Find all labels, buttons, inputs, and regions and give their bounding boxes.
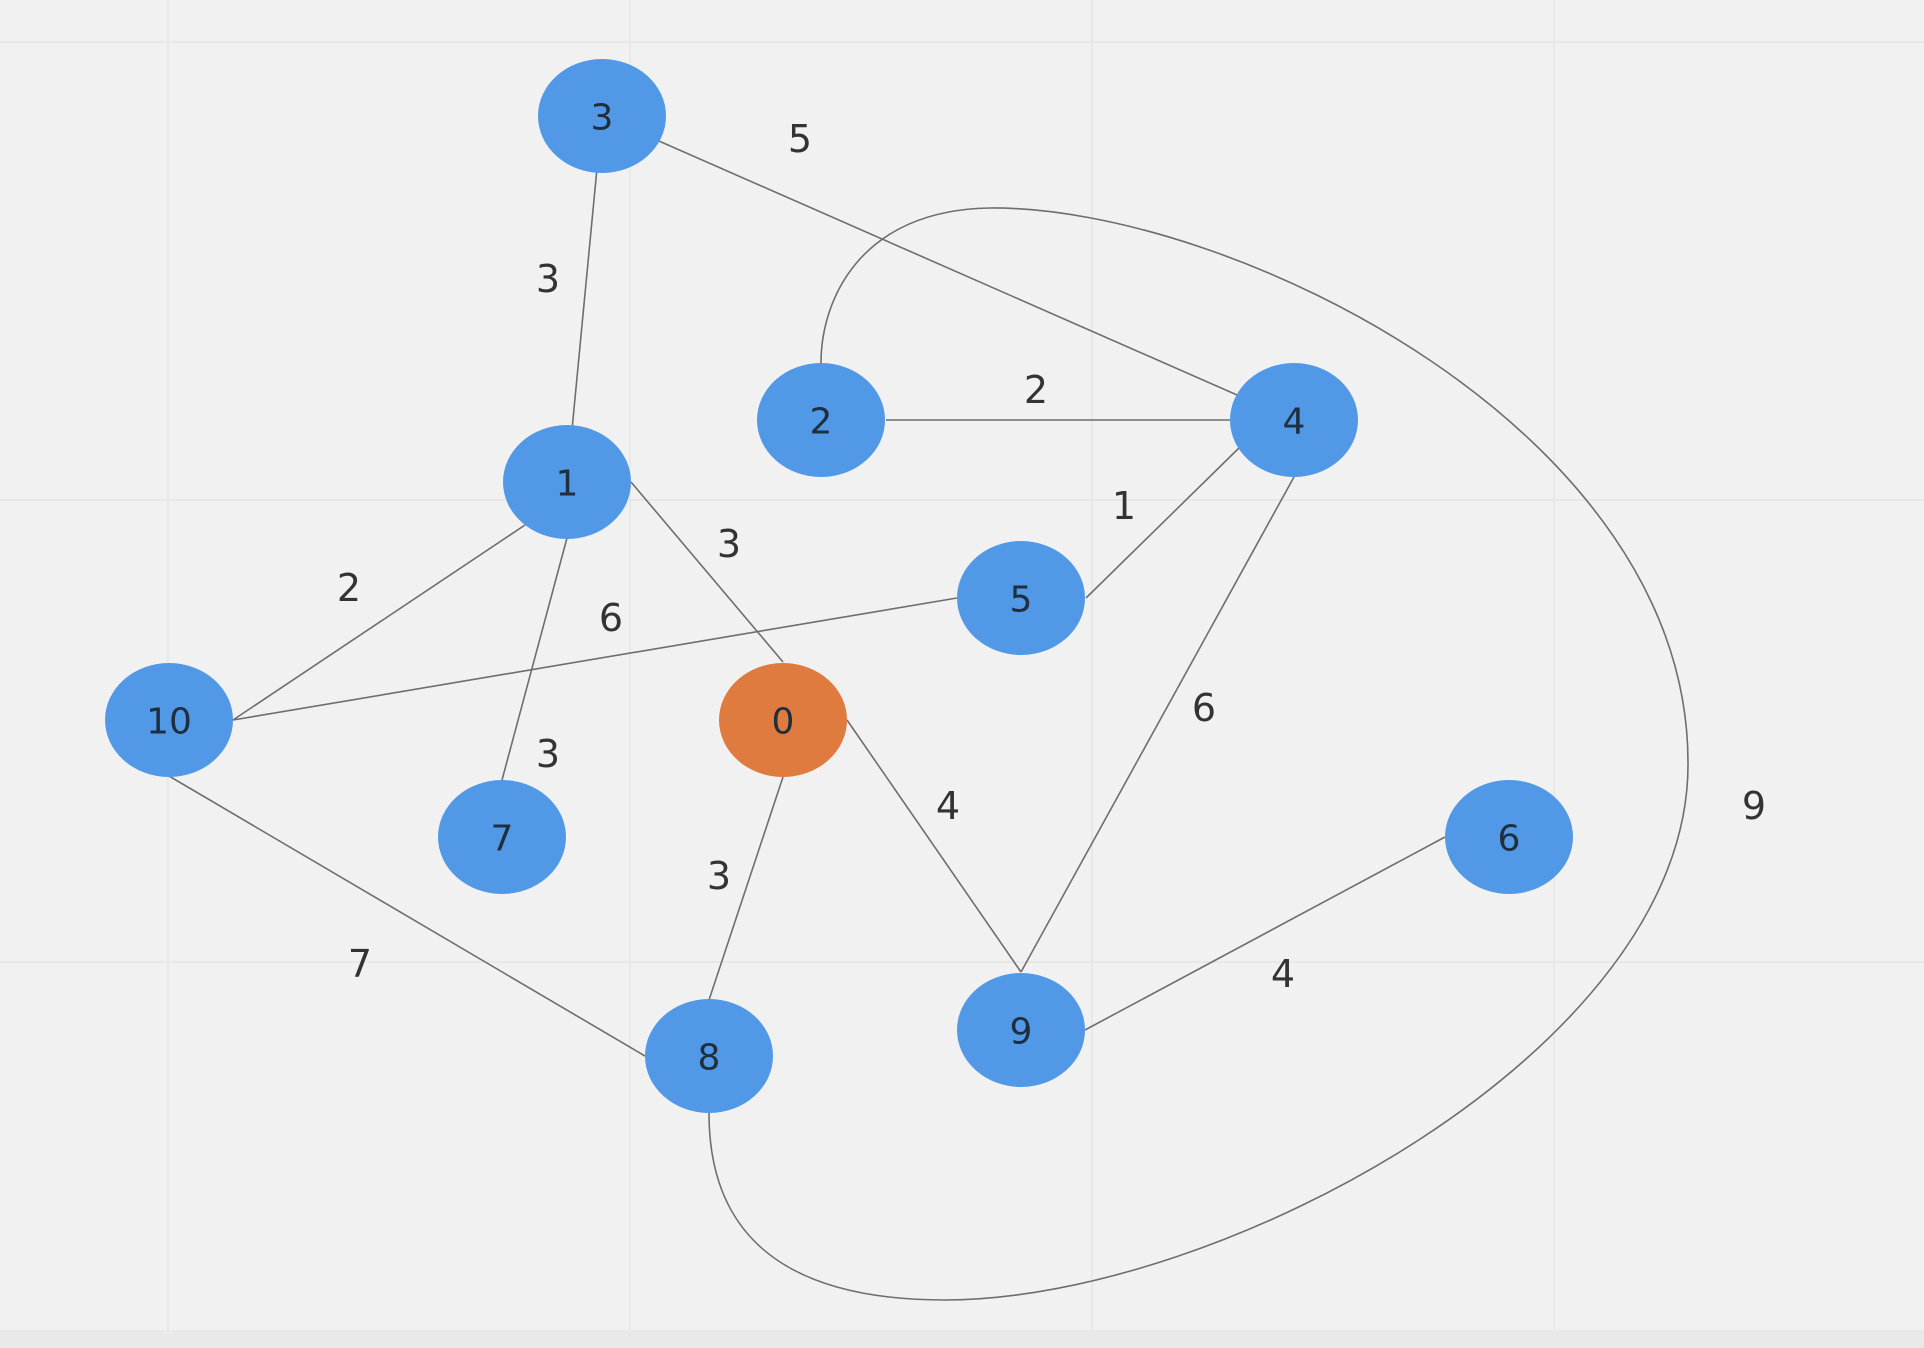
edge-weight-0-8: 3 (707, 854, 731, 898)
node-label: 9 (1010, 1012, 1033, 1053)
edge-weight-9-6: 4 (1271, 952, 1295, 996)
edge-weight-4-9: 6 (1192, 686, 1216, 730)
edge-weight-1-10: 2 (337, 566, 361, 610)
edge-3-1 (566, 115, 603, 483)
node-6[interactable]: 6 (1445, 780, 1573, 894)
node-circle (645, 999, 773, 1113)
node-circle (719, 663, 847, 777)
node-circle (538, 59, 666, 173)
node-2[interactable]: 2 (757, 363, 885, 477)
edge-weight-3-1: 3 (536, 257, 560, 301)
node-circle (957, 541, 1085, 655)
edge-weight-2-8: 9 (1742, 784, 1766, 828)
node-1[interactable]: 1 (503, 425, 631, 539)
node-label: 1 (556, 464, 579, 505)
edge-weight-10-5: 6 (599, 596, 623, 640)
edge-1-7 (501, 537, 568, 781)
node-circle (438, 780, 566, 894)
node-label: 5 (1010, 580, 1033, 621)
edge-weight-10-8: 7 (348, 942, 372, 986)
node-3[interactable]: 3 (538, 59, 666, 173)
node-4[interactable]: 4 (1230, 363, 1358, 477)
edge-weight-1-0: 3 (717, 522, 741, 566)
edge-2-8 (708, 207, 1689, 1301)
node-label: 0 (772, 702, 795, 743)
edge-weight-2-4: 2 (1024, 368, 1048, 412)
node-10[interactable]: 10 (105, 663, 233, 777)
graph-edges (168, 115, 1689, 1301)
node-circle (1230, 363, 1358, 477)
edge-weight-0-9: 4 (936, 784, 960, 828)
edge-1-10 (232, 524, 526, 721)
node-circle (503, 425, 631, 539)
node-7[interactable]: 7 (438, 780, 566, 894)
node-circle (1445, 780, 1573, 894)
node-label: 6 (1498, 819, 1521, 860)
graph-nodes: 3 2 4 1 5 10 0 7 6 9 8 (105, 59, 1573, 1113)
edge-0-9 (846, 719, 1022, 973)
node-0[interactable]: 0 (719, 663, 847, 777)
edge-1-0 (630, 481, 784, 663)
edge-3-4 (601, 115, 1295, 421)
edge-10-5 (232, 597, 958, 721)
edge-0-8 (708, 776, 784, 1001)
node-9[interactable]: 9 (957, 973, 1085, 1087)
node-8[interactable]: 8 (645, 999, 773, 1113)
node-circle (757, 363, 885, 477)
edge-9-6 (1084, 836, 1446, 1031)
node-circle (105, 663, 233, 777)
node-5[interactable]: 5 (957, 541, 1085, 655)
edge-10-8 (168, 775, 646, 1057)
edge-weight-3-4: 5 (788, 117, 812, 161)
node-label: 7 (491, 819, 514, 860)
edge-4-9 (1020, 476, 1295, 973)
node-label: 2 (810, 402, 833, 443)
edge-weight-4-5: 1 (1112, 484, 1136, 528)
bottom-bar (0, 1330, 1924, 1348)
edge-4-5 (1085, 446, 1241, 599)
node-label: 3 (591, 98, 614, 139)
node-label: 10 (146, 702, 192, 743)
node-label: 4 (1283, 402, 1306, 443)
node-circle (957, 973, 1085, 1087)
edge-weight-1-7: 3 (536, 732, 560, 776)
node-label: 8 (698, 1038, 721, 1079)
